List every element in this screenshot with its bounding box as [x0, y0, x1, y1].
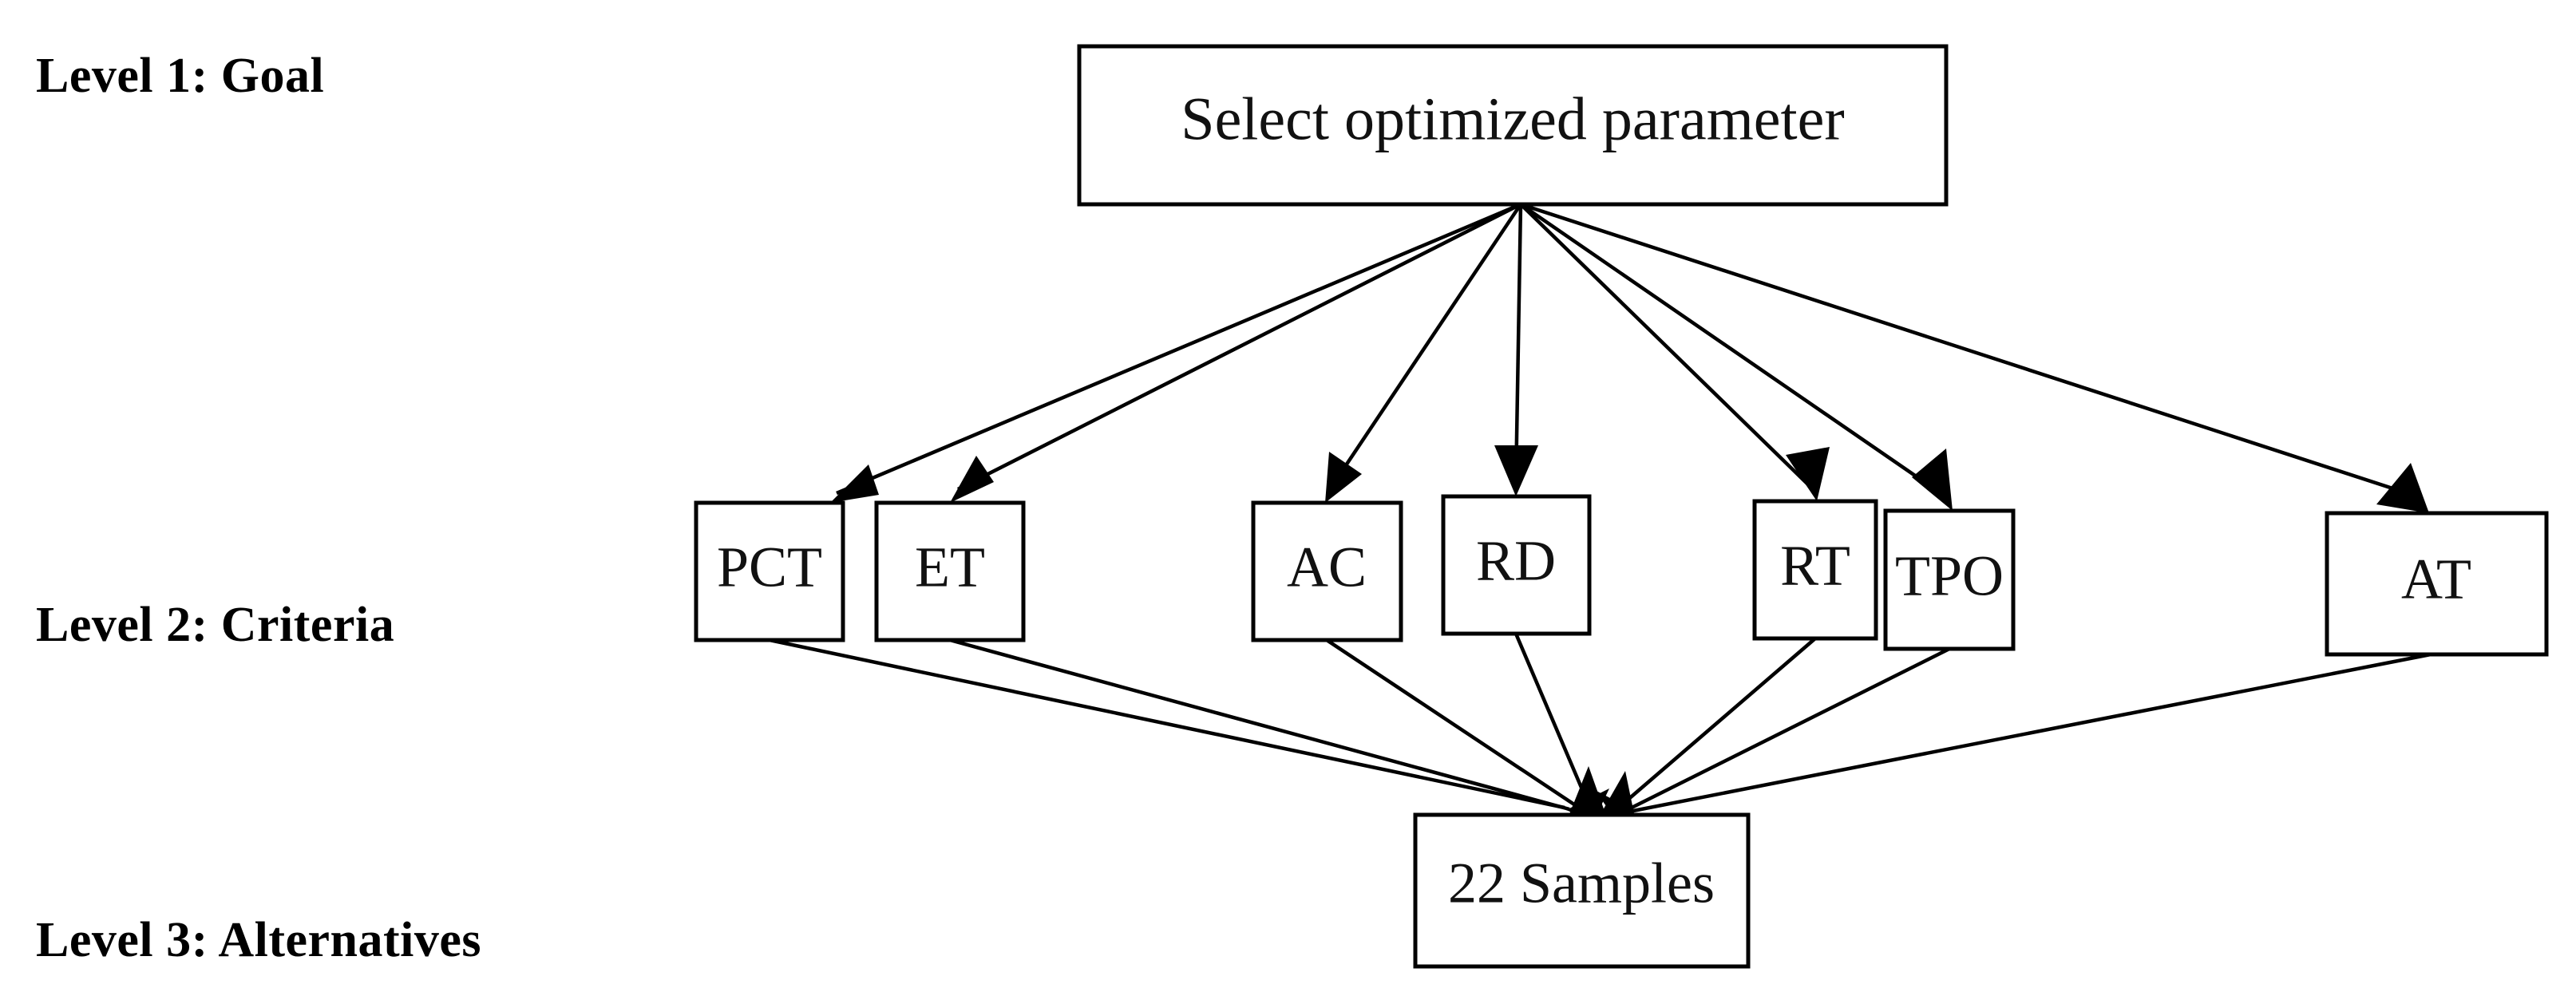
criteria-box-at[interactable] — [2325, 511, 2549, 657]
edge-goal-to-rd — [1494, 204, 1538, 496]
criteria-node-et[interactable]: ET — [874, 500, 1026, 642]
criteria-box-rd[interactable] — [1441, 494, 1592, 636]
goal-node[interactable]: Select optimized parameter — [1077, 44, 1949, 207]
criteria-box-et[interactable] — [874, 500, 1026, 642]
criteria-box-pct[interactable] — [694, 500, 845, 642]
goal-label: Select optimized parameter — [1181, 85, 1844, 152]
alternative-label-samples: 22 Samples — [1448, 852, 1715, 915]
criteria-label-rd: RD — [1476, 529, 1556, 593]
edge-goal-to-tpo — [1519, 203, 1953, 511]
level-1-label: Level 1: Goal — [36, 49, 324, 103]
criteria-label-et: ET — [915, 535, 985, 599]
criteria-box-tpo[interactable] — [1883, 508, 2016, 651]
criteria-label-pct: PCT — [717, 535, 822, 599]
edge-goal-to-ac — [1325, 203, 1522, 503]
criteria-nodes: PCT ET AC RD RT TPO — [694, 494, 2549, 657]
alternative-box-samples[interactable] — [1413, 812, 1751, 969]
criteria-label-ac: AC — [1287, 535, 1367, 599]
criteria-label-rt: RT — [1780, 534, 1850, 598]
criteria-node-pct[interactable]: PCT — [694, 500, 845, 642]
edge-tpo-to-samples — [1627, 646, 1951, 812]
criteria-box-ac[interactable] — [1251, 500, 1403, 642]
edge-goal-to-et — [950, 202, 1522, 503]
edge-goal-to-pct — [830, 202, 1521, 503]
criteria-label-tpo: TPO — [1895, 544, 2004, 608]
edge-rd-to-samples — [1514, 633, 1591, 805]
edge-et-to-samples — [949, 638, 1570, 812]
criteria-node-rd[interactable]: RD — [1441, 494, 1592, 636]
goal-box[interactable] — [1077, 44, 1949, 207]
edges-criteria-to-alternative — [769, 633, 2432, 822]
criteria-node-at[interactable]: AT — [2325, 511, 2549, 657]
edge-pct-to-samples — [769, 638, 1565, 810]
edge-rt-to-samples — [1619, 637, 1817, 808]
criteria-node-rt[interactable]: RT — [1752, 499, 1878, 641]
alternative-node[interactable]: 22 Samples — [1413, 812, 1751, 969]
edge-goal-to-at — [1520, 202, 2429, 513]
criteria-node-tpo[interactable]: TPO — [1883, 508, 2016, 651]
criteria-label-at: AT — [2401, 547, 2471, 611]
level-3-label: Level 3: Alternatives — [36, 913, 481, 967]
edge-goal-to-rt — [1519, 203, 1830, 501]
criteria-box-rt[interactable] — [1752, 499, 1878, 641]
edges-goal-to-criteria — [830, 202, 2429, 513]
edge-at-to-samples — [1632, 652, 2432, 813]
criteria-node-ac[interactable]: AC — [1251, 500, 1403, 642]
level-labels: Level 1: Goal Level 2: Criteria Level 3:… — [36, 49, 481, 967]
edge-ac-to-samples — [1325, 638, 1578, 808]
level-2-label: Level 2: Criteria — [36, 598, 394, 652]
